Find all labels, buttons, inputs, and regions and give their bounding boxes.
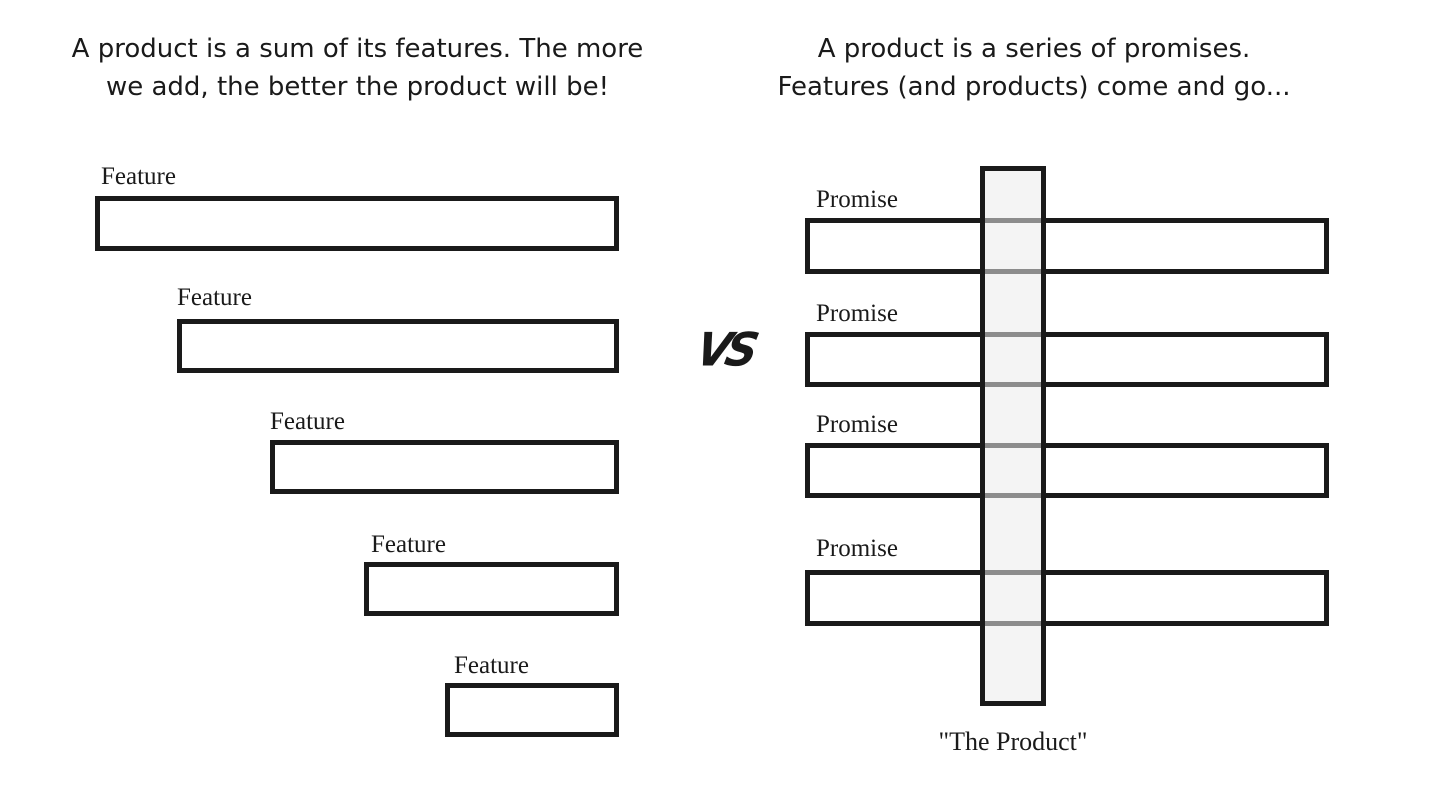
right-heading: A product is a series of promises. Featu… bbox=[760, 30, 1308, 106]
feature-bar bbox=[177, 319, 619, 373]
feature-bar bbox=[364, 562, 619, 616]
feature-label: Feature bbox=[270, 408, 345, 435]
right-heading-line-2: Features (and products) come and go... bbox=[777, 72, 1291, 102]
feature-bar bbox=[270, 440, 619, 494]
vs-mark: VS bbox=[691, 323, 759, 378]
promise-bar bbox=[805, 332, 1329, 387]
feature-label: Feature bbox=[101, 163, 176, 190]
product-column bbox=[980, 166, 1046, 706]
promise-bar bbox=[805, 570, 1329, 626]
feature-label: Feature bbox=[454, 652, 529, 679]
promise-label: Promise bbox=[816, 300, 898, 327]
right-heading-line-1: A product is a series of promises. bbox=[817, 34, 1251, 64]
feature-bar bbox=[445, 683, 619, 737]
feature-bar bbox=[95, 196, 619, 251]
feature-label: Feature bbox=[371, 531, 446, 558]
feature-label: Feature bbox=[177, 284, 252, 311]
left-heading-line-2: we add, the better the product will be! bbox=[105, 72, 610, 102]
promise-bar bbox=[805, 218, 1329, 274]
product-caption: "The Product" bbox=[938, 727, 1088, 756]
promise-bar bbox=[805, 443, 1329, 498]
promise-label: Promise bbox=[816, 535, 898, 562]
left-heading: A product is a sum of its features. The … bbox=[60, 30, 655, 106]
left-heading-line-1: A product is a sum of its features. The … bbox=[71, 34, 644, 64]
promise-label: Promise bbox=[816, 411, 898, 438]
promise-label: Promise bbox=[816, 186, 898, 213]
